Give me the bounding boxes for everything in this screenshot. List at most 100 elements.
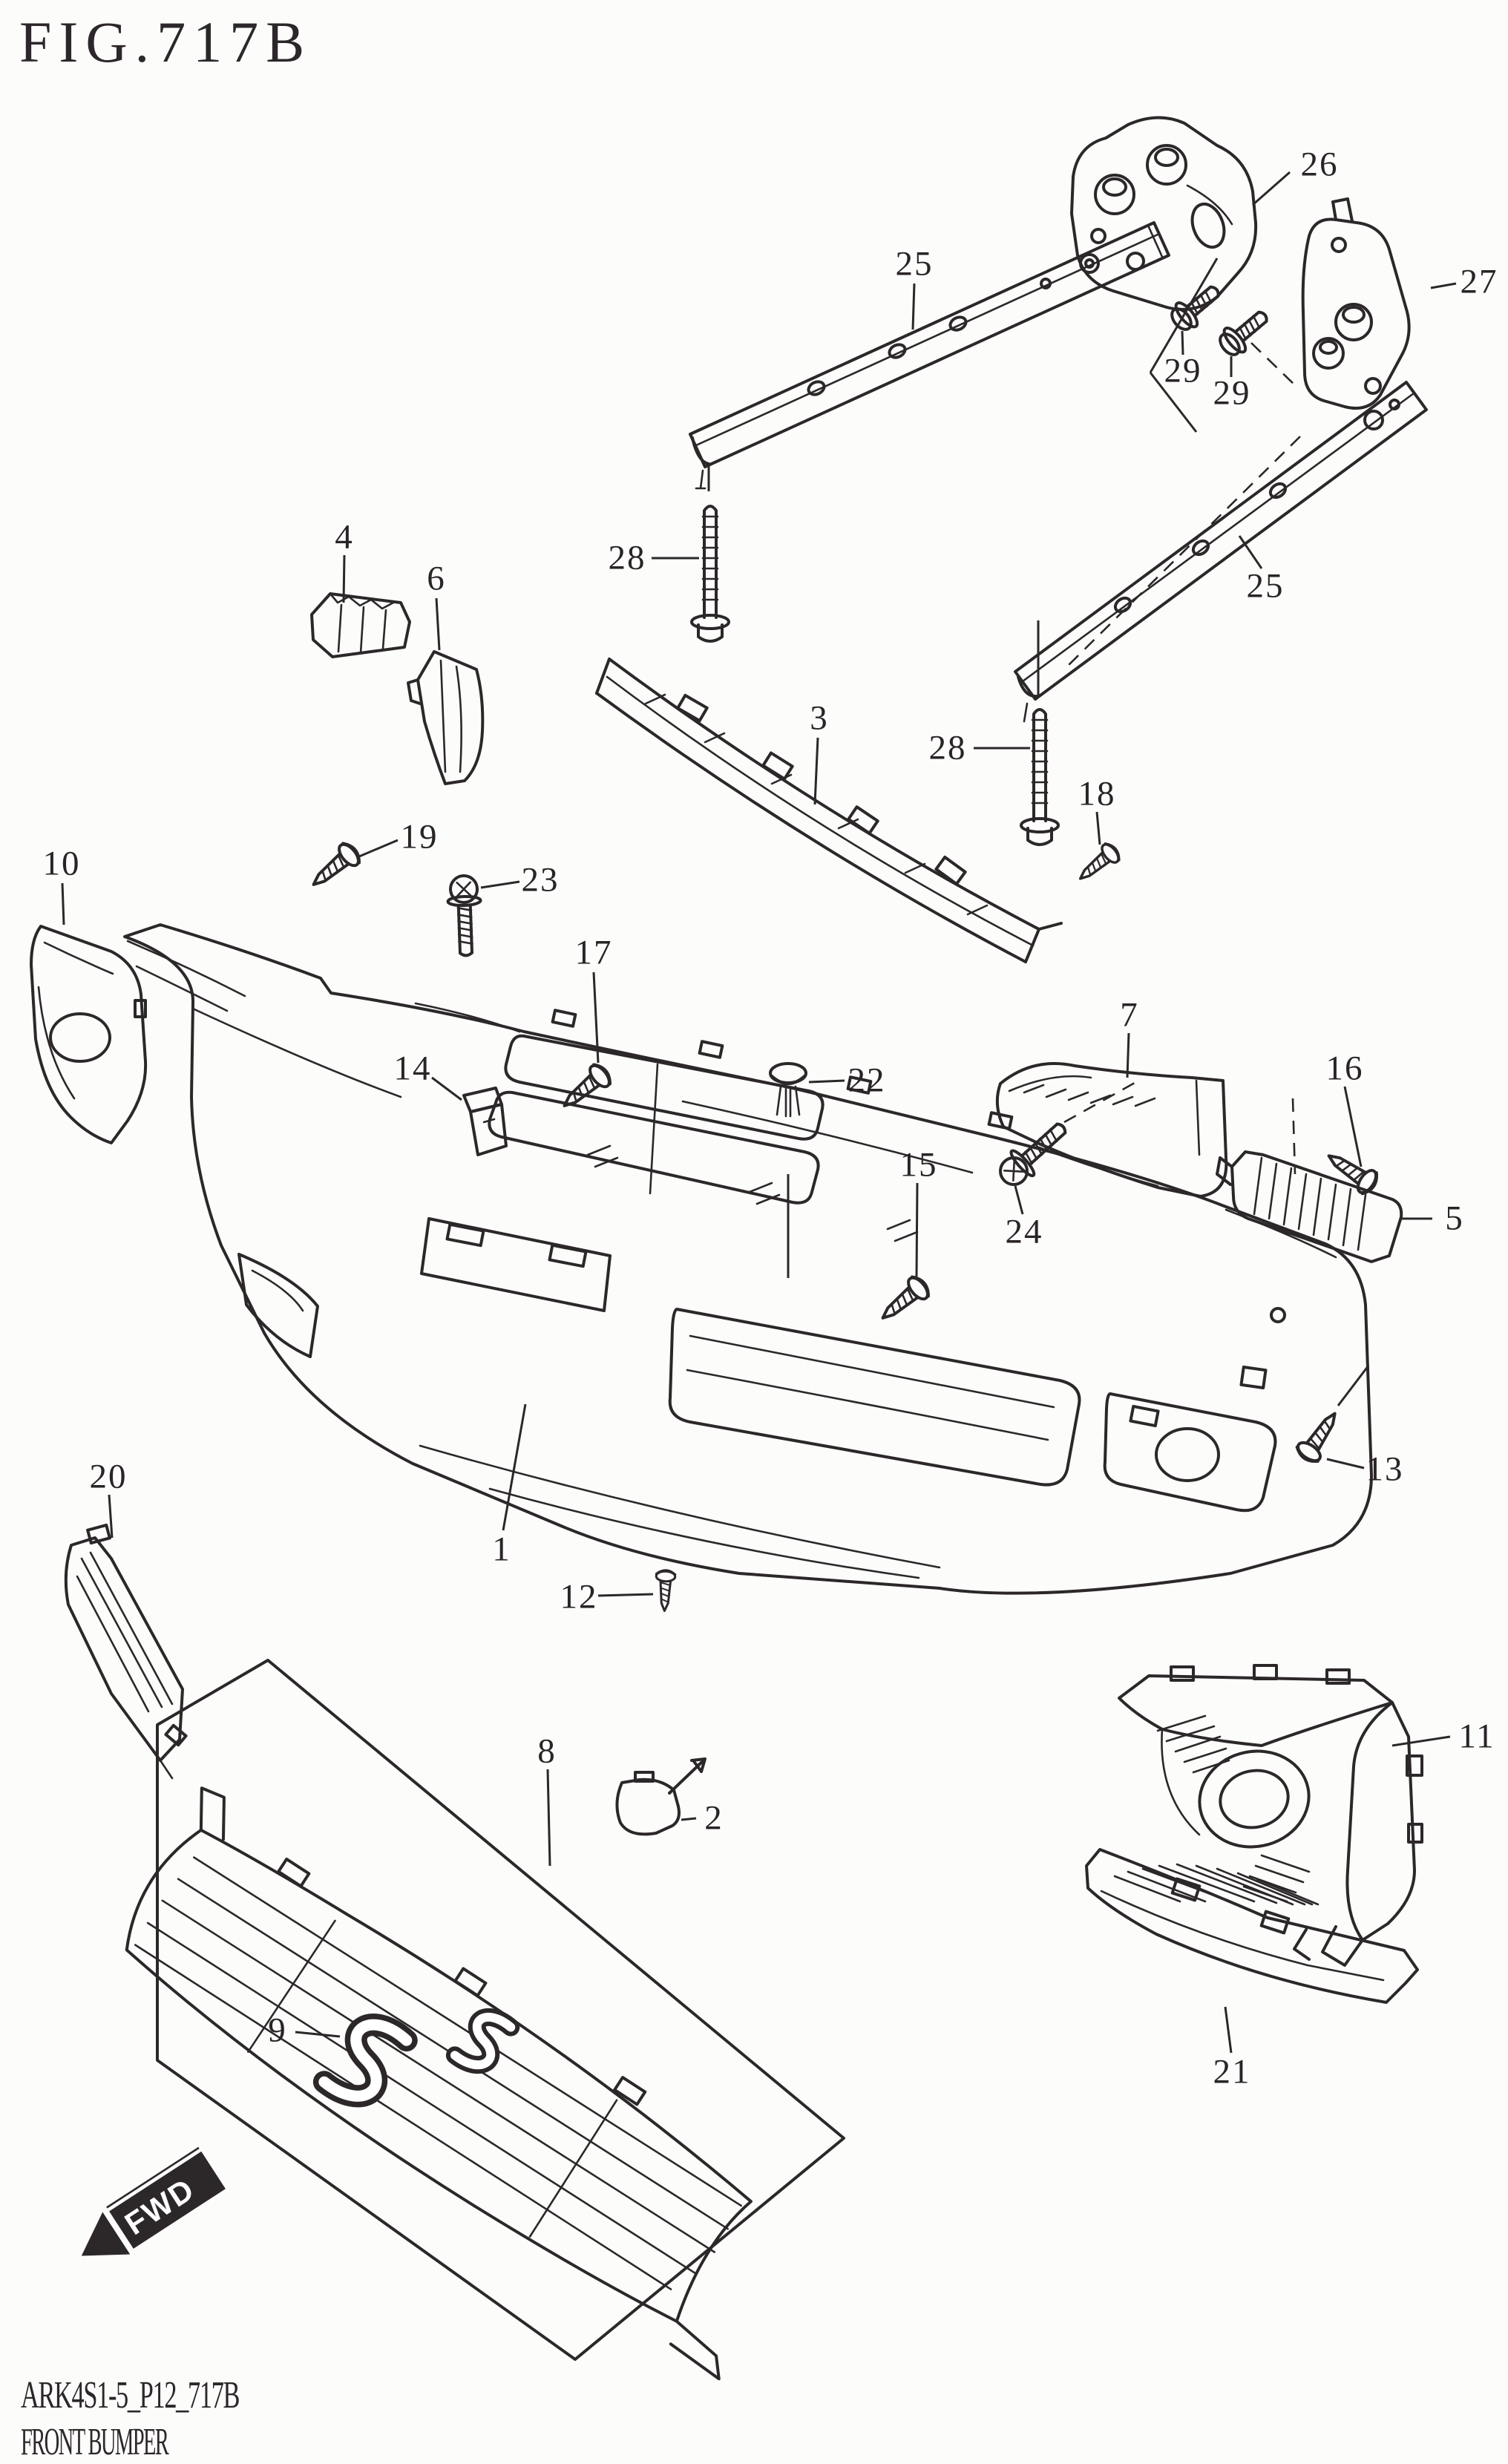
leader-line xyxy=(1126,1032,1130,1078)
callout-24: 24 xyxy=(1005,1212,1043,1251)
callout-16: 16 xyxy=(1325,1049,1364,1088)
callout-1: 1 xyxy=(492,1530,511,1569)
part-crossmember-upper xyxy=(689,221,1170,490)
screw-19 xyxy=(304,838,365,896)
leader-line xyxy=(592,971,600,1064)
part-bracket-4 xyxy=(310,592,411,658)
install-direction-arrow xyxy=(668,1757,707,1795)
callout-23: 23 xyxy=(521,860,560,900)
bolt-28-right xyxy=(1020,708,1060,846)
callout-15: 15 xyxy=(899,1145,938,1185)
leader-line xyxy=(480,880,520,889)
leader-line xyxy=(1181,330,1184,355)
screw-15 xyxy=(873,1271,934,1329)
leader-line xyxy=(1391,1735,1451,1747)
leader-line xyxy=(295,2031,341,2038)
leader-line xyxy=(435,597,441,651)
part-bracket-26 xyxy=(1070,116,1258,311)
leader-line xyxy=(1326,1458,1365,1469)
leader-line xyxy=(1224,2006,1233,2054)
footer: ARK4S1-5_P12_717B FRONT BUMPER xyxy=(21,2373,352,2464)
bolt-29-right xyxy=(1213,301,1276,362)
callout-19: 19 xyxy=(400,817,439,856)
part-extension-10 xyxy=(30,925,148,1144)
leader-line xyxy=(1430,282,1457,289)
leader-line xyxy=(681,1817,697,1821)
screw-18 xyxy=(1072,839,1124,888)
leader-line xyxy=(1014,1185,1024,1215)
part-fog-bezel-11 xyxy=(1118,1664,1423,1967)
leader-line xyxy=(358,839,399,858)
leader-line xyxy=(431,1076,462,1101)
callout-18: 18 xyxy=(1078,774,1116,813)
callout-17: 17 xyxy=(574,933,613,972)
callout-29a: 29 xyxy=(1164,351,1202,390)
callout-22: 22 xyxy=(848,1061,886,1100)
leader-line xyxy=(502,1403,527,1531)
callout-2: 2 xyxy=(704,1798,724,1838)
callout-20: 20 xyxy=(89,1457,128,1496)
part-grille-8 xyxy=(125,1786,753,2381)
leader-line xyxy=(808,1079,845,1084)
bolt-28-left xyxy=(690,505,730,643)
leader-lines-layer xyxy=(61,171,1457,2054)
callout-9: 9 xyxy=(268,2011,287,2050)
leader-line xyxy=(1238,535,1263,569)
figure-title: FIG.717B xyxy=(19,10,312,74)
leader-line xyxy=(597,1593,654,1597)
emblem-9 xyxy=(312,2014,418,2108)
callout-14: 14 xyxy=(393,1049,432,1088)
part-bracket-27 xyxy=(1301,197,1411,410)
leader-line xyxy=(61,882,65,925)
guide-line xyxy=(1068,436,1301,666)
callout-3: 3 xyxy=(810,698,829,738)
leader-line xyxy=(546,1769,551,1867)
grille-emblem xyxy=(445,2008,520,2074)
callout-6: 6 xyxy=(427,559,446,598)
callout-27: 27 xyxy=(1460,262,1498,301)
callout-13: 13 xyxy=(1366,1449,1404,1489)
callout-8: 8 xyxy=(537,1731,557,1771)
screw-12 xyxy=(654,1568,677,1613)
guide-line xyxy=(1063,1078,1142,1124)
part-crossmember-lower xyxy=(1014,381,1428,723)
fwd-arrow: FWD xyxy=(81,2146,226,2256)
callout-28a: 28 xyxy=(608,538,646,577)
part-cap-2 xyxy=(615,1771,681,1836)
callout-29b: 29 xyxy=(1213,373,1251,413)
callout-11: 11 xyxy=(1458,1717,1495,1756)
callout-4: 4 xyxy=(335,517,354,557)
footer-name: FRONT BUMPER xyxy=(21,2421,169,2463)
leader-line xyxy=(911,283,916,330)
callout-25b: 25 xyxy=(1246,566,1285,606)
leader-line xyxy=(108,1494,114,1539)
callout-10: 10 xyxy=(42,844,81,883)
leader-line xyxy=(1337,1365,1370,1406)
leader-line xyxy=(1095,811,1101,845)
leader-line xyxy=(1252,171,1291,206)
callout-26: 26 xyxy=(1300,145,1339,184)
leader-line xyxy=(1343,1086,1363,1167)
guide-line xyxy=(1291,1098,1296,1175)
callout-12: 12 xyxy=(560,1577,598,1616)
leader-line xyxy=(1149,372,1198,433)
screw-13 xyxy=(1292,1405,1347,1467)
leader-line xyxy=(813,737,819,805)
part-bracket-6 xyxy=(407,650,485,785)
part-extension-20 xyxy=(64,1523,188,1780)
clip-14 xyxy=(462,1087,508,1156)
callout-25a: 25 xyxy=(895,244,934,284)
guide-line xyxy=(1250,342,1296,387)
callout-28b: 28 xyxy=(928,728,967,767)
screw-23 xyxy=(447,875,482,956)
callout-5: 5 xyxy=(1445,1199,1464,1238)
footer-code: ARK4S1-5_P12_717B xyxy=(21,2374,240,2417)
callout-7: 7 xyxy=(1120,995,1139,1035)
part-bumper-1 xyxy=(123,923,1373,1595)
part-trim-21 xyxy=(1085,1848,1419,2004)
callout-21: 21 xyxy=(1213,2052,1251,2091)
part-bracket-5 xyxy=(1216,1150,1403,1263)
part-grille-upper-trim-3 xyxy=(595,658,1063,963)
